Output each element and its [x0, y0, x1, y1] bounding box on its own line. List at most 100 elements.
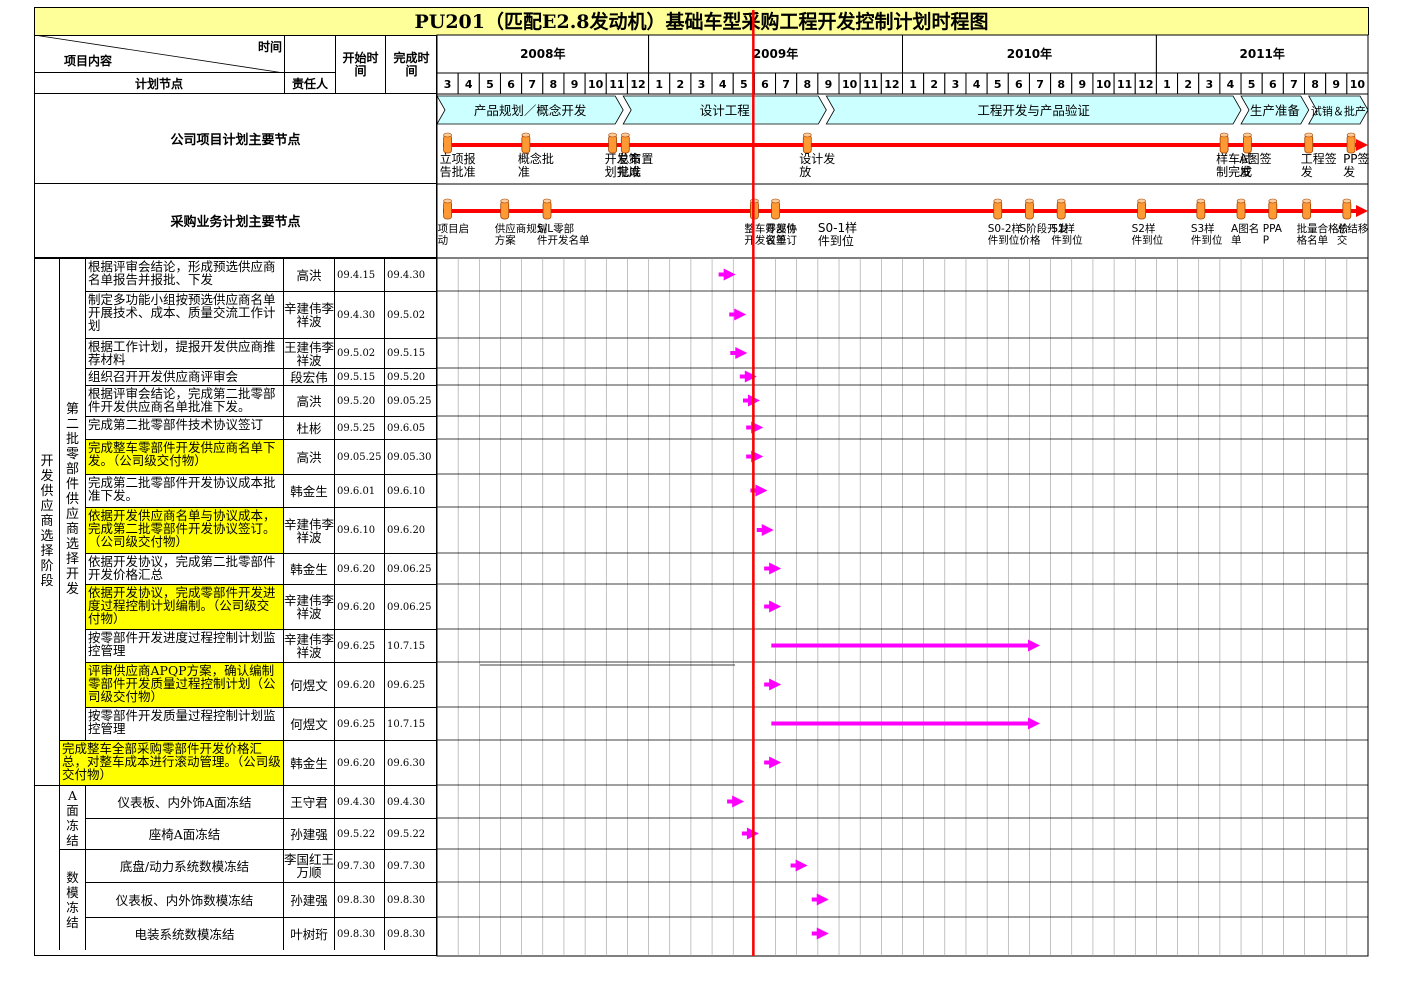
- month-label: 3: [698, 78, 706, 91]
- company-milestone-label: PP签: [1343, 151, 1369, 166]
- task-responsible: 韩金生: [284, 553, 335, 584]
- batch2-group-label: 第二批零部件供应商选择开发: [60, 258, 86, 740]
- phase-chevron: [825, 95, 1242, 125]
- task-responsible: 高洪: [284, 385, 335, 416]
- milestone-marker-top: [1342, 198, 1352, 204]
- task-bar-arrowhead: [769, 600, 782, 613]
- task-responsible: 辛建伟李祥波: [284, 629, 335, 662]
- task-responsible: 辛建伟李祥波: [284, 291, 335, 338]
- company-milestone-label: A图签: [1239, 151, 1271, 166]
- month-label: 5: [740, 78, 748, 91]
- task-end-date: 09.6.10: [385, 474, 437, 507]
- header-project-content-label: 项目内容: [64, 54, 113, 68]
- month-label: 12: [630, 78, 645, 91]
- task-name: 制定多功能小组按预选供应商名单开展技术、成本、质量交流工作计划: [86, 291, 284, 338]
- task-end-date: 09.5.20: [385, 368, 437, 385]
- milestone-marker-top: [1056, 198, 1066, 204]
- task-start-date: 09.4.30: [335, 785, 385, 818]
- milestone-marker: [1056, 200, 1066, 220]
- milestone-marker: [1219, 134, 1229, 154]
- task-name: 电装系统数模冻结: [86, 917, 284, 950]
- task-end-date: 09.5.15: [385, 338, 437, 368]
- task-name: 依据开发协议，完成零部件开发进度过程控制计划编制。（公司级交付物）: [86, 584, 284, 629]
- milestone-marker: [993, 200, 1003, 220]
- header-project-cell: [34, 35, 284, 73]
- stage-group-label: 开发供应商选择阶段: [40, 454, 54, 589]
- task-end-date: 10.7.15: [385, 707, 437, 740]
- milestone-marker-top: [1196, 198, 1206, 204]
- month-label: 10: [1350, 78, 1366, 91]
- month-label: 7: [1290, 78, 1298, 91]
- task-end-date: 09.4.30: [385, 785, 437, 818]
- company-milestone-label: 准: [518, 165, 530, 179]
- task-bar-arrowhead: [816, 893, 829, 906]
- task-name: 根据评审会结论，完成第二批零部件开发供应商名单批准下发。: [86, 385, 284, 416]
- purchase-milestone-label: P: [1263, 235, 1269, 247]
- year-label: 2011年: [1240, 46, 1285, 61]
- purchase-milestone-label: 件到位: [1191, 234, 1223, 247]
- year-cell: [1155, 34, 1369, 74]
- task-responsible: 李国红王万顺: [284, 849, 335, 882]
- task-responsible: 孙建强: [284, 882, 335, 917]
- header-plan-node: 计划节点: [134, 77, 183, 91]
- task-name: 按零部件开发质量过程控制计划监控管理: [86, 707, 284, 740]
- company-milestone-label: 总布置: [617, 152, 653, 166]
- purchase-milestone-label: S2样: [1132, 222, 1156, 235]
- year-label: 2008年: [520, 46, 565, 61]
- purchase-milestone-label: 项目启: [438, 222, 470, 235]
- milestone-marker: [500, 200, 510, 220]
- year-label: 2010年: [1007, 46, 1052, 61]
- header-start-time: 开始时间: [335, 35, 385, 94]
- purchase-milestone-label: 开发名单: [744, 234, 786, 247]
- milestone-marker: [771, 200, 780, 220]
- task-bar-arrowhead: [732, 795, 745, 808]
- month-label: 5: [994, 78, 1002, 91]
- task-responsible: 王建伟李祥波: [284, 338, 335, 368]
- phase-chevron: [1308, 95, 1369, 125]
- company-milestone-label: 发: [1239, 164, 1251, 179]
- month-label: 12: [1138, 78, 1153, 91]
- task-bar-arrowhead: [769, 678, 782, 691]
- milestone-marker-top: [1243, 132, 1252, 138]
- milestone-marker-top: [1219, 132, 1229, 138]
- task-start-date: 09.05.25: [335, 439, 385, 474]
- milestone-marker: [1236, 200, 1246, 220]
- milestone-marker-top: [1304, 132, 1314, 138]
- task-responsible: 孙建强: [284, 818, 335, 849]
- milestone-marker-top: [802, 132, 812, 138]
- task-end-date: 09.5.02: [385, 291, 437, 338]
- task-start-date: 09.6.20: [335, 662, 385, 707]
- milestone-marker-top: [608, 132, 617, 138]
- month-label: 5: [1248, 78, 1256, 91]
- phase-label: 设计工程: [700, 103, 751, 118]
- month-label: 11: [1117, 78, 1132, 91]
- task-end-date: 09.06.25: [385, 553, 437, 584]
- purchase-milestone-label: 动: [438, 235, 449, 247]
- month-label: 6: [1015, 78, 1023, 91]
- task-bar-arrowhead: [795, 859, 808, 872]
- month-label: 1: [909, 78, 917, 91]
- header-block: [34, 35, 437, 94]
- year-label: 2009年: [753, 46, 798, 61]
- task-name: 完成第二批零部件技术协议签订: [86, 416, 284, 439]
- milestone-marker-top: [443, 132, 452, 138]
- task-end-date: 09.5.22: [385, 818, 437, 849]
- purchase-milestone-label: 价格: [1019, 234, 1040, 247]
- task-end-date: 09.6.05: [385, 416, 437, 439]
- year-cell: [648, 34, 903, 74]
- purchase-milestone-label: 方案: [495, 234, 516, 247]
- milestone-marker: [1137, 200, 1146, 220]
- task-responsible: 高洪: [284, 439, 335, 474]
- data-freeze-group-label: 数模冻结: [60, 849, 86, 950]
- company-milestone-label: 发: [1301, 164, 1313, 179]
- task-responsible: 辛建伟李祥波: [284, 584, 335, 629]
- month-label: 7: [1036, 78, 1044, 91]
- phase-chevron: [436, 95, 624, 125]
- phase-chevron: [1240, 95, 1310, 125]
- task-start-date: 09.5.22: [335, 818, 385, 849]
- task-bar-arrowhead: [816, 927, 829, 940]
- milestone-marker-top: [500, 198, 510, 204]
- month-label: 8: [550, 78, 558, 91]
- task-start-date: 09.4.30: [335, 291, 385, 338]
